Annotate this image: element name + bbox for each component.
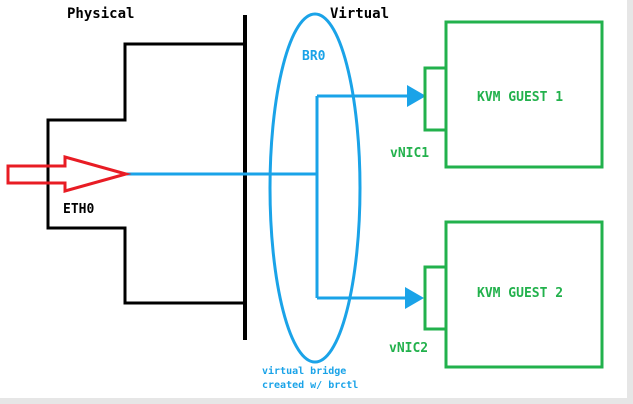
eth0-label: ETH0 bbox=[63, 202, 94, 217]
bridge-ellipse bbox=[268, 12, 362, 364]
vnic1-label: vNIC1 bbox=[390, 146, 429, 161]
bridge-label: BR0 bbox=[302, 49, 326, 64]
vnic2-label: vNIC2 bbox=[389, 341, 428, 356]
bridge-caption-line-2: created w/ brctl bbox=[262, 380, 358, 391]
shadow-bottom bbox=[0, 398, 633, 404]
virtual-label: Virtual bbox=[330, 6, 389, 22]
guest-1-label: KVM GUEST 1 bbox=[477, 90, 563, 105]
vnic2-arrowhead bbox=[405, 287, 424, 309]
guest-2-label: KVM GUEST 2 bbox=[477, 286, 563, 301]
vnic1-arrowhead bbox=[407, 85, 426, 107]
shadow-right bbox=[627, 0, 633, 404]
vnic1-box bbox=[423, 66, 448, 132]
bridge-caption-line-1: virtual bridge bbox=[262, 365, 346, 377]
physical-nic-outline bbox=[46, 42, 245, 305]
vnic2-box bbox=[423, 265, 448, 331]
incoming-traffic-arrow bbox=[6, 155, 132, 193]
physical-label: Physical bbox=[67, 6, 134, 22]
